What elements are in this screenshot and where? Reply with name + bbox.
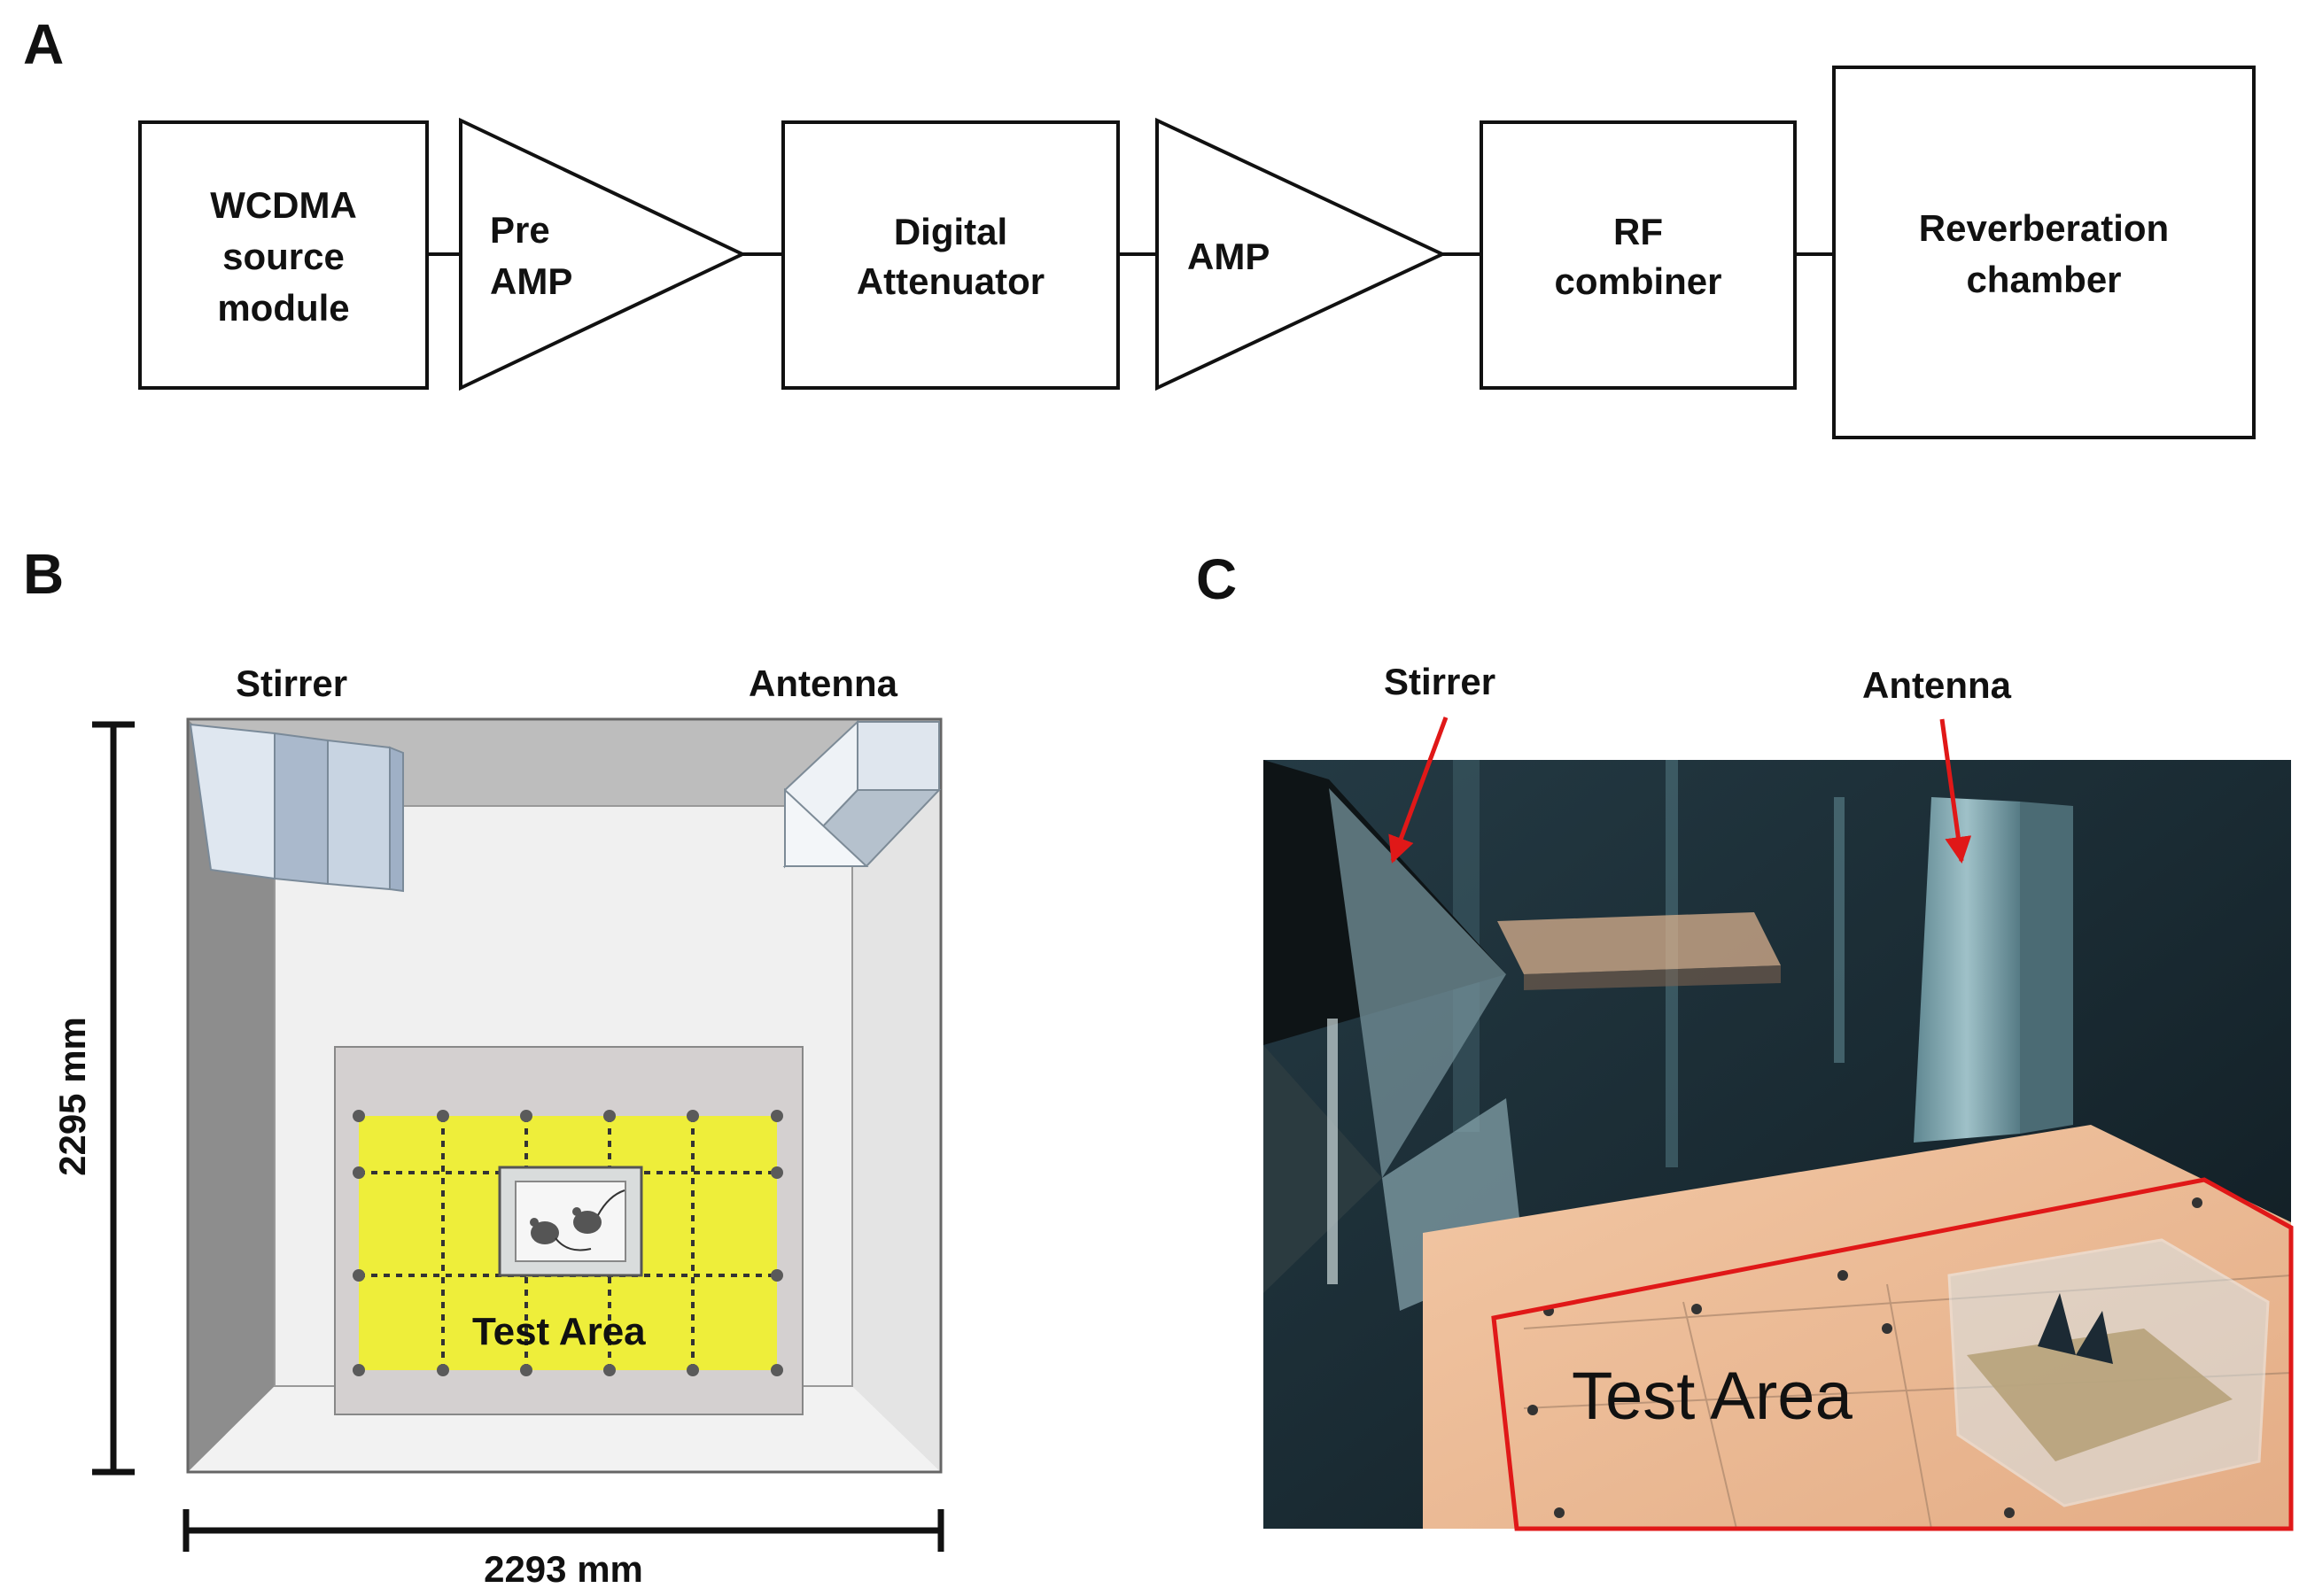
wcdma-line-2: source [222,236,345,277]
grid-nodes [353,1110,783,1376]
mouse-cage-icon [498,1166,643,1277]
amp-label: AMP [1187,236,1270,277]
photo-antenna-label: Antenna [1862,664,2012,706]
panel-label-a: A [23,12,64,76]
rf-combiner-block: RF combiner [1480,120,1797,390]
panel-label-c: C [1196,547,1237,611]
attenuator-line-1: Digital [894,211,1007,252]
combiner-line-2: combiner [1554,260,1721,302]
panel-label-b: B [23,542,64,606]
chamber-line-2: chamber [1966,259,2121,300]
combiner-line-1: RF [1613,211,1663,252]
stirrer-arrow [1388,717,1449,864]
width-dimension [183,1509,944,1552]
reverberation-chamber-block: Reverberation chamber [1832,66,2256,439]
amp-block: AMP [1155,117,1447,391]
schematic-test-area-label: Test Area [472,1310,646,1353]
panel-b: B Stirrer Antenna [23,542,944,1590]
width-label: 2293 mm [484,1548,643,1590]
photo-test-area-label: Test Area [1572,1359,1853,1434]
height-label: 2295 mm [51,1017,93,1176]
digital-attenuator-block: Digital Attenuator [781,120,1120,390]
panel-c: C Stirrer Antenna [1196,547,2294,1531]
height-dimension [92,721,135,1476]
wcdma-line-1: WCDMA [210,184,357,226]
pre-amp-line-2: AMP [490,260,572,302]
antenna-arrow [1939,718,1972,864]
pre-amp-block: Pre AMP [459,117,747,391]
test-platform: Test Area [334,1046,804,1415]
attenuator-line-2: Attenuator [857,260,1045,302]
stirrer-icon [189,723,404,893]
chamber-line-1: Reverberation [1919,207,2169,249]
antenna-icon [782,719,942,869]
wcdma-source-module-block: WCDMA source module [138,120,429,390]
schematic-stirrer-label: Stirrer [236,662,347,704]
pre-amp-line-1: Pre [490,209,550,251]
photo-stirrer-label: Stirrer [1384,661,1495,702]
chamber-photo: Test Area [1263,760,2294,1531]
schematic-antenna-label: Antenna [749,662,898,704]
wcdma-line-3: module [217,287,349,329]
panel-a: A WCDMA source module Pre AMP Digital At… [23,12,2256,439]
